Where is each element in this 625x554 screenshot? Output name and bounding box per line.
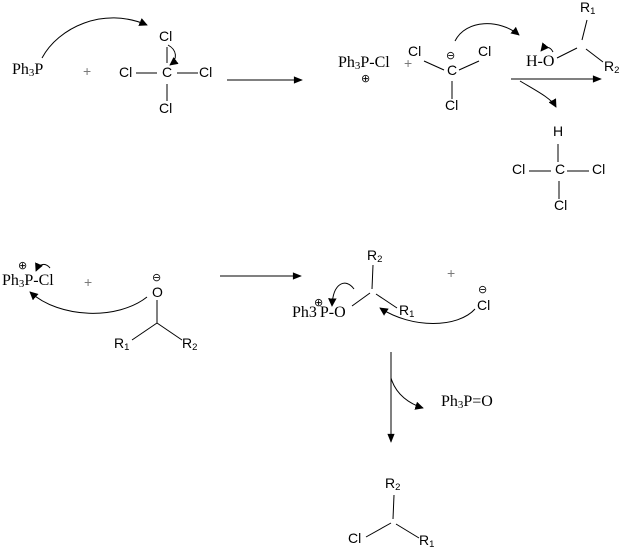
ccl4-c-label: C bbox=[162, 64, 173, 80]
product-bond-r2 bbox=[392, 494, 395, 520]
curved-arrow-pcl-bond-break bbox=[35, 262, 51, 272]
product-r1-label: R1 bbox=[419, 532, 435, 551]
alkoxide-minus-charge: ⊖ bbox=[152, 271, 162, 284]
ph3p-label: Ph3P bbox=[12, 61, 44, 80]
carbanion-minus-charge: ⊖ bbox=[446, 49, 456, 62]
alcohol-r2-label: R2 bbox=[604, 58, 620, 77]
alcohol-bond-c-r1 bbox=[581, 19, 588, 41]
chcl3-cl-bottom-label: Cl bbox=[554, 197, 568, 213]
carbanion-cl-right-label: Cl bbox=[478, 43, 492, 59]
product-r2-label: R2 bbox=[385, 475, 401, 494]
curved-arrow-co-bond bbox=[328, 282, 355, 307]
carbanion-c-label: C bbox=[447, 62, 458, 78]
plus-charge-top: ⊕ bbox=[361, 72, 371, 85]
curved-arrow-ph3po-leaves bbox=[390, 377, 424, 410]
alkoxide-bond-c-r1 bbox=[131, 322, 158, 341]
carbanion-cl-left-label: Cl bbox=[408, 43, 422, 59]
chcl3-cl-left-label: Cl bbox=[512, 161, 526, 177]
plus-sign-2: + bbox=[404, 55, 413, 71]
intermediate-r1-label: R1 bbox=[399, 302, 415, 321]
chloride-minus-charge: ⊖ bbox=[478, 283, 488, 296]
plus-charge-mid: ⊕ bbox=[18, 259, 28, 272]
intermediate-bond-r1 bbox=[375, 293, 398, 309]
curved-arrow-ccl4-bond-break bbox=[167, 44, 179, 66]
alkoxide-bond-c-r2 bbox=[156, 322, 183, 341]
alkoxide-o-label: O bbox=[152, 284, 163, 300]
chloride-cl-label: Cl bbox=[477, 297, 491, 313]
carbanion-bond-left bbox=[423, 60, 445, 71]
curved-arrow-alkoxide-attack bbox=[29, 291, 148, 314]
alkoxide-r2-label: R2 bbox=[182, 335, 198, 354]
ccl4-cl-left-label: Cl bbox=[119, 64, 133, 80]
curved-arrow-chloroform-leaves bbox=[519, 80, 557, 108]
plus-charge-intermediate: ⊕ bbox=[314, 296, 324, 309]
ccl4-cl-top-label: Cl bbox=[159, 28, 173, 44]
ccl4-cl-right-label: Cl bbox=[199, 64, 213, 80]
alcohol-bond-o-c bbox=[556, 47, 578, 59]
plus-sign-4: + bbox=[447, 265, 456, 281]
carbanion-bond-right bbox=[458, 60, 480, 71]
chlorophosphonium-label-mid: Ph3P-Cl bbox=[2, 272, 54, 291]
chcl3-c-label: C bbox=[555, 161, 566, 177]
curved-arrow-oh-bond bbox=[540, 42, 554, 53]
ccl4-cl-bottom-label: Cl bbox=[159, 100, 173, 116]
product-bond-r1 bbox=[395, 523, 420, 539]
chcl3-h-label: H bbox=[553, 123, 564, 139]
product-cl-label: Cl bbox=[348, 530, 362, 546]
curved-arrow-chloride-attack bbox=[379, 307, 476, 324]
chcl3-cl-right-label: Cl bbox=[592, 161, 606, 177]
plus-sign-3: + bbox=[84, 274, 93, 290]
intermediate-bond-o bbox=[351, 292, 371, 307]
curved-arrow-deprotonation bbox=[454, 23, 520, 42]
chlorophosphonium-label-top: Ph3P-Cl bbox=[338, 54, 390, 73]
alcohol-r1-label: R1 bbox=[580, 0, 596, 18]
product-bond-cl bbox=[365, 522, 392, 538]
phosphine-oxide-label: Ph3P=O bbox=[441, 393, 493, 412]
curved-arrow-phosphine-attack bbox=[41, 17, 148, 59]
plus-sign-1: + bbox=[83, 63, 92, 79]
alcohol-bond-c-r2 bbox=[585, 48, 604, 63]
alcohol-ho-label: H-O bbox=[526, 53, 555, 70]
intermediate-bond-r2 bbox=[371, 264, 374, 290]
carbanion-cl-bottom-label: Cl bbox=[445, 97, 459, 113]
intermediate-r2-label: R2 bbox=[367, 247, 383, 266]
alkoxide-r1-label: R1 bbox=[114, 335, 130, 354]
